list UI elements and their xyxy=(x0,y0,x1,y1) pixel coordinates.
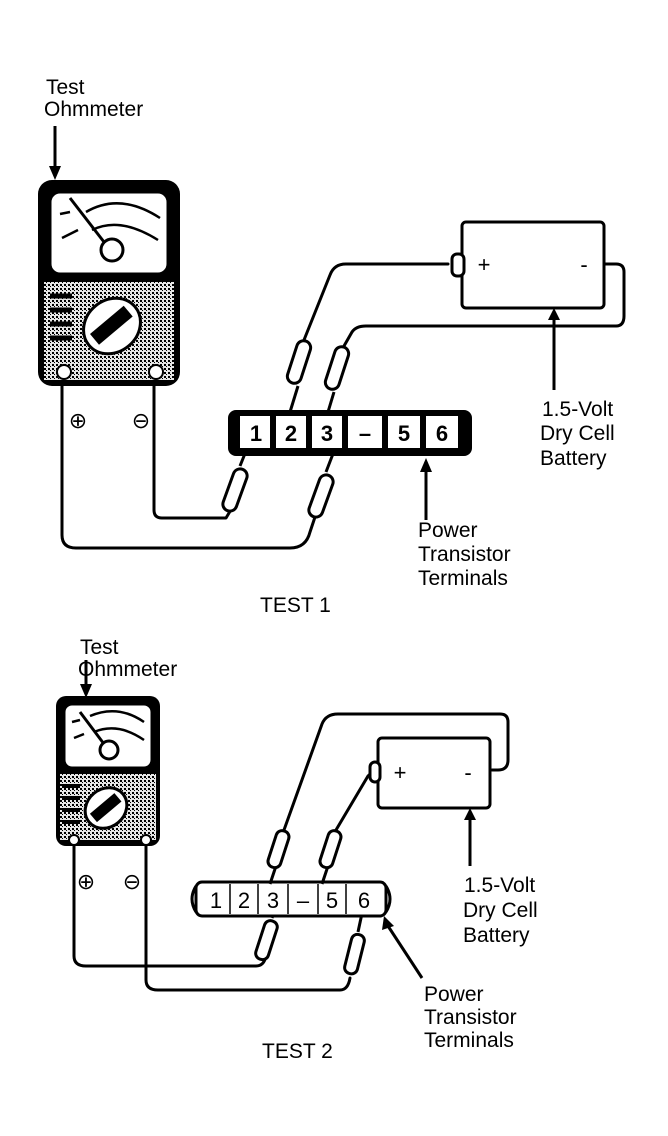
test1-positive-terminal-icon: ⊕ xyxy=(69,408,87,433)
test2-terminal-1: 1 xyxy=(210,888,222,913)
test2-battery-label-line2: Dry Cell xyxy=(463,899,538,922)
test1-transistor-label-line2: Transistor xyxy=(418,543,511,566)
test1-caption: TEST 1 xyxy=(260,594,331,617)
test1-battery-positive-wire xyxy=(302,262,450,342)
test1-probe-terminal2-upper xyxy=(285,339,313,385)
test1-battery-negative-wire xyxy=(342,262,626,348)
test2-probe-terminal5-upper xyxy=(318,829,343,870)
test2-caption: TEST 2 xyxy=(262,1040,333,1063)
test1-battery-label-line3: Battery xyxy=(540,447,607,470)
test2-terminal-5: 5 xyxy=(326,888,338,913)
test1-terminal-1: 1 xyxy=(250,421,262,446)
test2-terminal-6: 6 xyxy=(358,888,370,913)
test1-terminal-6: 6 xyxy=(436,421,448,446)
test1-probe-terminal3-upper xyxy=(323,345,351,391)
test2-battery: + - xyxy=(368,736,492,810)
test2-meter-label-line1: Test xyxy=(80,636,119,659)
test2-terminal-2: 2 xyxy=(238,888,250,913)
test2-battery-positive-wire xyxy=(334,770,374,832)
test2-probe-terminal6-lower xyxy=(343,932,366,976)
test1-meter-needle xyxy=(68,197,106,243)
test2-terminal-strip: 1 2 3 – 5 6 xyxy=(190,880,392,918)
test1-meter-label-line1: Test xyxy=(46,76,85,99)
test2-terminal-4: – xyxy=(297,888,310,913)
test1-terminal-3: 3 xyxy=(321,421,333,446)
test1-probe-terminal3-lower xyxy=(307,473,335,519)
test2-transistor-arrow xyxy=(386,925,424,979)
test2-positive-lead xyxy=(72,844,268,968)
test1-battery: + - xyxy=(450,220,606,310)
test2-terminal-3: 3 xyxy=(267,888,279,913)
test1-meter-arrowhead xyxy=(49,166,61,180)
test2-probe-terminal3-upper xyxy=(266,829,291,870)
test1-meter-label-line2: Ohmmeter xyxy=(44,98,143,121)
test1-probe-terminal1 xyxy=(221,467,249,513)
test2-battery-negative-wire xyxy=(282,712,510,832)
test2-ohmmeter xyxy=(56,696,160,846)
test1-battery-label-line1: 1.5-Volt xyxy=(542,398,613,421)
test1-terminal-strip: 1 2 3 – 5 6 xyxy=(228,410,472,456)
test1-transistor-label-line1: Power xyxy=(418,519,478,542)
test2-battery-label-line3: Battery xyxy=(463,924,530,947)
test2-battery-positive-icon: + xyxy=(394,760,407,785)
test1-ohmmeter xyxy=(38,180,180,386)
test1-terminal-5: 5 xyxy=(398,421,410,446)
test1-terminal-2: 2 xyxy=(285,421,297,446)
test2-positive-terminal-icon: ⊕ xyxy=(77,869,95,894)
test1-battery-negative-icon: - xyxy=(580,252,587,277)
test1-transistor-label-line3: Terminals xyxy=(418,567,508,590)
test1-negative-lead xyxy=(152,384,234,520)
test2-battery-negative-icon: - xyxy=(464,760,471,785)
test1-positive-lead xyxy=(60,384,320,550)
test2-probe-terminal3-lower xyxy=(254,919,279,962)
test2-meter-needle xyxy=(78,711,106,745)
test1-negative-terminal-icon: ⊖ xyxy=(132,408,150,433)
test2-meter-label-line2: Ohmmeter xyxy=(78,658,177,681)
test2-transistor-label-line1: Power xyxy=(424,983,484,1006)
test1-battery-label-line2: Dry Cell xyxy=(540,422,615,445)
test2-group: Test Ohmmeter ⊕ ⊖ xyxy=(56,636,538,1063)
test1-terminal-4: – xyxy=(359,421,371,446)
test2-transistor-label-line3: Terminals xyxy=(424,1029,514,1052)
test2-battery-label-line1: 1.5-Volt xyxy=(464,874,535,897)
test2-negative-lead xyxy=(144,844,352,992)
test2-transistor-label-line2: Transistor xyxy=(424,1006,517,1029)
test1-group: Test Ohmmeter ⊕ ⊖ xyxy=(38,76,626,617)
test1-battery-positive-icon: + xyxy=(478,252,491,277)
test2-negative-terminal-icon: ⊖ xyxy=(123,869,141,894)
